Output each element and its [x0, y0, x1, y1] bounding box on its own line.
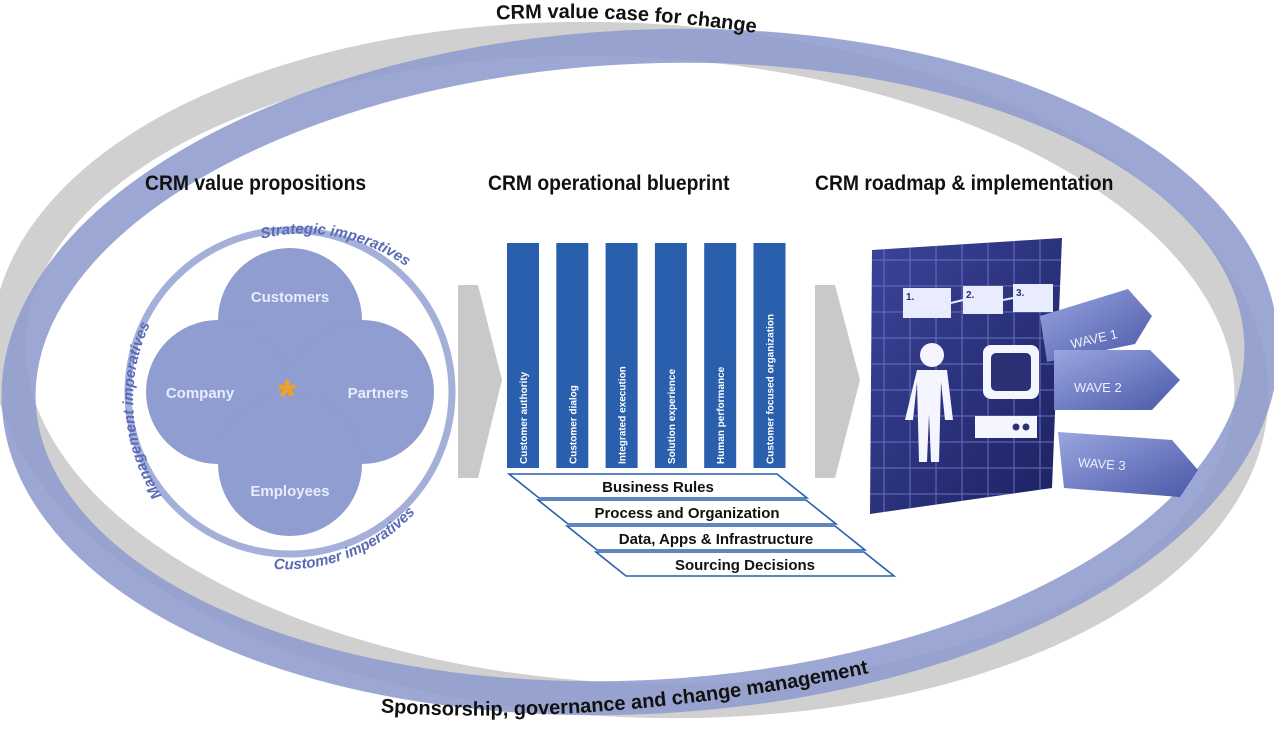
- center-star-icon: *: [278, 370, 296, 422]
- wave-2-label: WAVE 2: [1074, 380, 1122, 395]
- wave-2-badge: WAVE 2: [1054, 350, 1180, 410]
- step-2-label: 2.: [966, 290, 975, 301]
- layer-4: Sourcing Decisions: [593, 551, 897, 577]
- heading-value-propositions: CRM value propositions: [145, 172, 367, 195]
- heading-roadmap: CRM roadmap & implementation: [815, 172, 1114, 195]
- value-propositions-graphic: Customers Company Partners Employees * S…: [120, 221, 456, 573]
- layer-label-2: Process and Organization: [594, 505, 779, 522]
- pillar-3: Integrated execution: [605, 243, 638, 468]
- pillar-label-2: Customer dialog: [568, 385, 579, 464]
- layer-3: Data, Apps & Infrastructure: [564, 525, 868, 551]
- roadmap-graphic: 1. 2. 3. WAVE 1 WAVE 2 WAVE 3: [870, 238, 1198, 514]
- layer-label-3: Data, Apps & Infrastructure: [619, 531, 813, 548]
- blueprint-graphic: Customer authority Customer dialog Integra…: [506, 243, 897, 577]
- wave-1-badge: WAVE 1: [1040, 289, 1152, 362]
- pillar-label-6: Customer focused organization: [766, 314, 777, 464]
- pillar-1: Customer authority: [507, 243, 539, 468]
- circle-label-partners: Partners: [348, 385, 409, 402]
- circle-label-company: Company: [166, 385, 235, 402]
- pillar-4: Solution experience: [654, 243, 687, 468]
- arrow-to-blueprint-icon: [458, 285, 502, 478]
- pillar-label-4: Solution experience: [667, 369, 678, 464]
- step-1-label: 1.: [906, 292, 915, 303]
- wave-3-label: WAVE 3: [1078, 455, 1127, 473]
- layer-label-4: Sourcing Decisions: [675, 557, 815, 574]
- layer-2: Process and Organization: [535, 499, 839, 525]
- circle-employees: [218, 392, 362, 536]
- pillar-5: Human performance: [704, 243, 737, 468]
- circle-label-customers: Customers: [251, 289, 329, 306]
- circle-label-employees: Employees: [250, 483, 329, 500]
- pillar-6: Customer focused organization: [753, 243, 786, 468]
- arrow-to-roadmap-icon: [815, 285, 860, 478]
- heading-operational-blueprint: CRM operational blueprint: [488, 172, 730, 195]
- pillar-label-3: Integrated execution: [618, 366, 629, 464]
- pillar-2: Customer dialog: [556, 243, 589, 468]
- monitor-icon: [975, 345, 1039, 438]
- pillar-label-1: Customer authority: [519, 371, 530, 464]
- person-figure-icon: [905, 343, 953, 462]
- layer-1: Business Rules: [506, 473, 810, 499]
- pillar-label-5: Human performance: [716, 366, 727, 464]
- wave-3-badge: WAVE 3: [1058, 432, 1198, 497]
- layer-label-1: Business Rules: [602, 479, 714, 496]
- outer-ring-blue: [1, 28, 1274, 716]
- step-3-label: 3.: [1016, 288, 1025, 299]
